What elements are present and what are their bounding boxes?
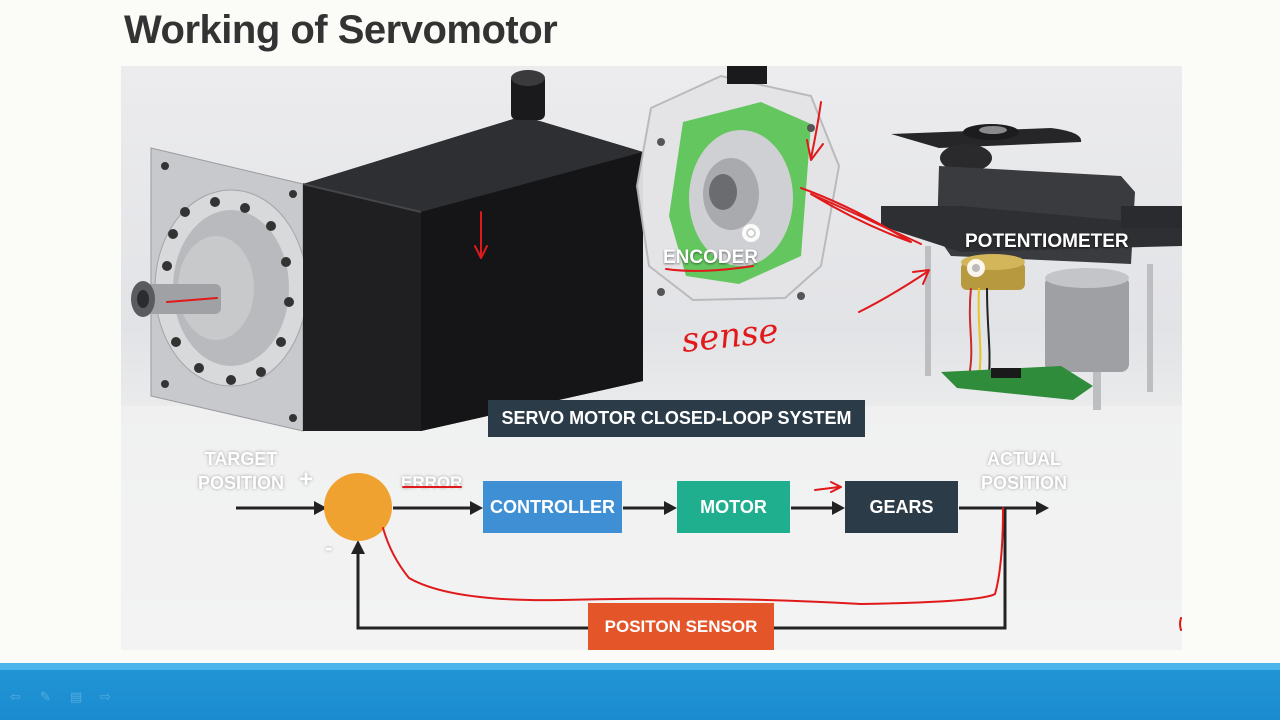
servo-motor-body — [131, 70, 643, 432]
actual-position-label: ACTUAL POSITION — [966, 447, 1082, 495]
back-arrow-icon[interactable]: ⇦ — [10, 690, 21, 705]
target-position-text: TARGET POSITION — [197, 449, 284, 493]
plus-sign: + — [299, 466, 314, 493]
position-sensor-block: POSITON SENSOR — [588, 603, 774, 650]
controller-block: CONTROLLER — [483, 481, 622, 533]
encoder-assembly — [635, 66, 841, 302]
system-title: SERVO MOTOR CLOSED-LOOP SYSTEM — [488, 400, 865, 437]
potentiometer-label: POTENTIOMETER — [965, 231, 1129, 252]
hobby-servo — [881, 124, 1182, 410]
gears-block: GEARS — [845, 481, 958, 533]
error-label: ERROR — [401, 473, 463, 492]
slide-title: Working of Servomotor — [124, 8, 558, 52]
encoder-label: ENCODER — [663, 247, 759, 268]
minus-sign: - — [325, 535, 333, 560]
servo-figure: ENCODER POTENTIOMETER SERVO MOTOR CLOSED… — [121, 66, 1182, 650]
target-position-label: TARGET POSITION — [183, 447, 299, 495]
actual-position-text: ACTUAL POSITION — [980, 449, 1067, 493]
toolbar-highlight — [0, 663, 1280, 670]
forward-arrow-icon[interactable]: ⇨ — [100, 690, 111, 705]
slide-nav: ⇦ ✎ ▤ ⇨ — [10, 691, 118, 705]
pen-icon[interactable]: ✎ — [40, 690, 51, 705]
servo-illustration — [121, 66, 1182, 650]
summing-junction — [324, 473, 392, 541]
motor-block: MOTOR — [677, 481, 790, 533]
bottom-toolbar: ⇦ ✎ ▤ ⇨ — [0, 663, 1280, 720]
menu-icon[interactable]: ▤ — [70, 690, 83, 705]
